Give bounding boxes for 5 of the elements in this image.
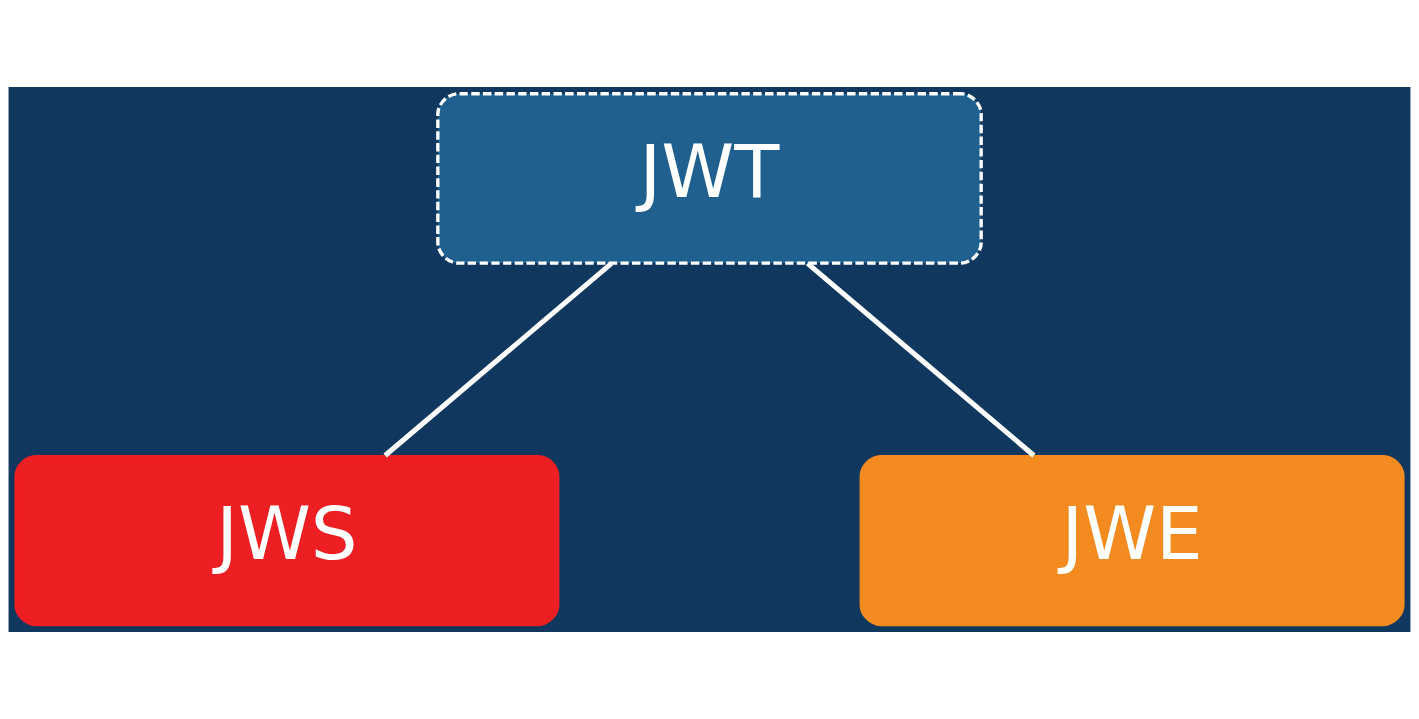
node-box: JWE	[859, 455, 1405, 627]
node-box: JWS	[14, 455, 560, 627]
node-box: JWT	[436, 92, 983, 265]
connector	[383, 261, 614, 458]
connector	[805, 261, 1036, 458]
